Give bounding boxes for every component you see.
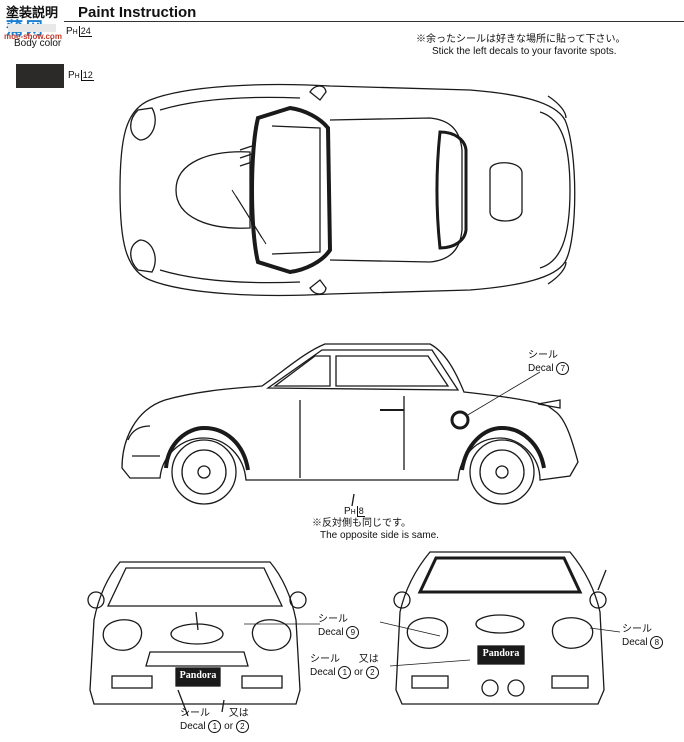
rear-plate: Pandora [482, 648, 520, 659]
side-view-car [121, 343, 579, 507]
decal7-callout: シール Decal 7 [528, 350, 570, 375]
paint-number: 8 [356, 506, 365, 517]
decal-label-en: Decal [622, 637, 648, 649]
decal8-callout: シール Decal 8 [622, 624, 664, 649]
paint-sub: H [350, 509, 356, 516]
paint-sub: H [72, 29, 78, 36]
decal-label-en: Decal [180, 721, 206, 733]
decal-label-en: Decal [310, 667, 336, 679]
opposite-note-en: The opposite side is same. [320, 530, 439, 541]
decal-label-en: Decal [528, 363, 554, 375]
body-color-swatch [8, 24, 56, 32]
page-title: Paint Instruction [78, 4, 197, 21]
decal-alt-number: 2 [365, 666, 379, 679]
rear-decal1-callout: シール 又は Decal 1 or 2 [310, 654, 379, 679]
decal-label-jp: シール [310, 654, 340, 665]
front-view-car [87, 561, 320, 717]
paint-prefix: P [68, 70, 75, 81]
decal9-callout: シール Decal 9 [318, 614, 360, 639]
or-en: or [354, 667, 364, 679]
or-en: or [224, 721, 234, 733]
body-color-label: Body color [14, 38, 62, 49]
decal-number: 8 [650, 636, 664, 649]
opposite-note-jp: ※反対側も同じです。 [312, 518, 411, 529]
decal-label-en: Decal [318, 627, 344, 639]
title-jp: 塗装説明 [6, 5, 59, 20]
or-jp: 又は [358, 654, 379, 665]
decal-label-jp: シール [528, 350, 558, 361]
paint-prefix: P [66, 26, 73, 37]
decal-number: 1 [208, 720, 222, 733]
decal-label-jp: シール [318, 614, 348, 625]
front-decal1-callout: シール 又は Decal 1 or 2 [180, 708, 249, 733]
watermark-url: moe-show.com [4, 32, 62, 41]
paint-number: 12 [80, 70, 94, 81]
top-view-car [119, 83, 576, 297]
note-en: Stick the left decals to your favorite s… [432, 46, 617, 57]
decal-alt-number: 2 [235, 720, 249, 733]
decal-number: 9 [346, 626, 360, 639]
front-plate: Pandora [179, 670, 217, 681]
or-jp: 又は [228, 708, 249, 719]
paint-number: 24 [78, 26, 92, 37]
paint-prefix: P [344, 506, 351, 517]
decal-number: 7 [556, 362, 570, 375]
header-rule [64, 21, 684, 22]
note-jp: ※余ったシールは好きな場所に貼って下さい。 [416, 34, 626, 45]
rear-view-car [379, 551, 621, 705]
decal-label-jp: シール [622, 624, 652, 635]
decal-number: 1 [338, 666, 352, 679]
dark-color-swatch [16, 64, 64, 88]
decal-label-jp: シール [180, 708, 210, 719]
paint-sub: H [74, 73, 80, 80]
